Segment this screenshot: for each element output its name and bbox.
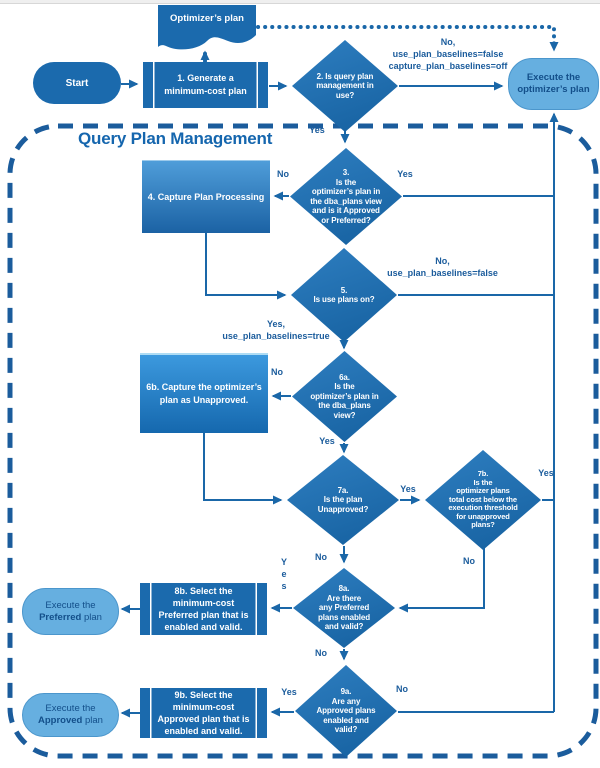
label-yes-3: Yes	[397, 169, 413, 179]
document-label: Optimizer’s plan	[170, 13, 244, 24]
qpm-boundary	[7, 123, 599, 759]
label-no-6a: No	[271, 367, 283, 377]
connector-6b-to-7a	[203, 433, 283, 505]
label-no-7b: No	[463, 556, 475, 566]
node-start: Start	[33, 62, 121, 104]
qpm-title: Query Plan Management	[78, 129, 273, 148]
label-yes-7a: Yes	[400, 484, 416, 494]
label-yes-2: Yes	[309, 125, 325, 135]
node-4-capture-plan-processing: 4. Capture Plan Processing	[142, 160, 270, 233]
label-yes-5-baselines-true: Yes,use_plan_baselines=true	[222, 319, 330, 341]
label-yes-7b: Yes	[538, 468, 554, 478]
label-no-8a: No	[315, 648, 327, 658]
label-no-3: No	[277, 169, 289, 179]
label-no-9a: No	[396, 684, 408, 694]
connector-4-to-5	[205, 232, 287, 300]
label-yes-6a: Yes	[319, 436, 335, 446]
connector-plan-to-execute-dotted	[256, 25, 559, 52]
label-no-5-baselines-false: No,use_plan_baselines=false	[387, 256, 498, 278]
connector-7b-no-to-8a	[398, 548, 485, 613]
node-optimizers-plan: Optimizer’s plan	[158, 5, 256, 55]
label-no-7a: No	[315, 552, 327, 562]
label-yes-9a: Yes	[281, 687, 297, 697]
top-divider	[0, 0, 600, 4]
document-shape	[158, 5, 256, 50]
